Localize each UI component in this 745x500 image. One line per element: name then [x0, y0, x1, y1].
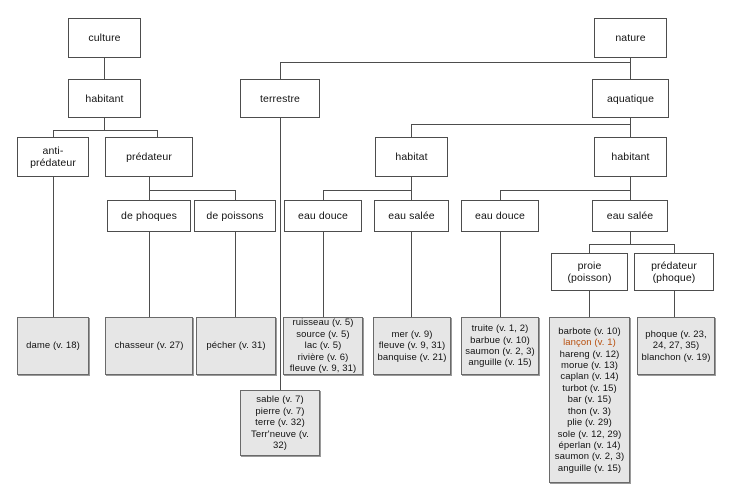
node-eau-salee-terrestre[interactable]: eau salée	[374, 200, 449, 232]
node-culture-label: culture	[88, 32, 121, 44]
edge-habitant-aquatique-stem	[630, 177, 631, 190]
node-proie-poisson[interactable]: proie (poisson)	[551, 253, 628, 291]
node-predateur-culture-label: prédateur	[126, 151, 172, 163]
node-eau-salee-terrestre-label: eau salée	[388, 210, 435, 222]
node-eau-salee-aquatique-label: eau salée	[606, 210, 654, 222]
edge-bus-habitant-aquatique	[630, 124, 631, 137]
leaf-predateur-phoque-items-label: phoque (v. 23, 24, 27, 35) blanchon (v. …	[641, 328, 711, 363]
leaf-proie-items-after: hareng (v. 12) morue (v. 13) caplan (v. …	[554, 348, 625, 474]
leaf-eau-douce-aquatique-items-label: truite (v. 1, 2) barbue (v. 10) saumon (…	[465, 323, 535, 369]
node-aquatique[interactable]: aquatique	[592, 79, 669, 118]
node-habitat-terrestre[interactable]: habitat	[375, 137, 448, 177]
node-eau-douce-aquatique-label: eau douce	[475, 210, 525, 222]
node-predateur-culture[interactable]: prédateur	[105, 137, 193, 177]
edge-eau-salee-aquatique-bus	[589, 244, 674, 245]
node-proie-poisson-label: proie (poisson)	[567, 260, 612, 284]
leaf-terrestre-items[interactable]: sable (v. 7) pierre (v. 7) terre (v. 32)…	[240, 390, 320, 456]
leaf-chasseur[interactable]: chasseur (v. 27)	[105, 317, 193, 375]
edge-nature-terrestre-bus	[280, 62, 630, 63]
edge-predateur-stem	[149, 177, 150, 190]
node-habitant-aquatique-label: habitant	[611, 151, 650, 163]
leaf-pecher[interactable]: pécher (v. 31)	[196, 317, 276, 375]
edge-bus-proie	[589, 244, 590, 253]
leaf-proie-items-label: barbote (v. 10) lançon (v. 1) hareng (v.…	[550, 326, 629, 474]
leaf-proie-items-before: barbote (v. 10)	[558, 325, 621, 337]
leaf-chasseur-label: chasseur (v. 27)	[114, 340, 184, 352]
leaf-pecher-label: pécher (v. 31)	[206, 340, 266, 352]
leaf-eau-salee-terrestre-items-label: mer (v. 9) fleuve (v. 9, 31) banquise (v…	[377, 328, 447, 363]
edge-habitant-aquatique-bus	[500, 190, 630, 191]
edge-habitat-terrestre-bus	[323, 190, 411, 191]
leaf-eau-douce-aquatique-items[interactable]: truite (v. 1, 2) barbue (v. 10) saumon (…	[461, 317, 539, 375]
node-anti-predateur-label: anti- prédateur	[30, 145, 76, 169]
edge-bus-terrestre	[280, 62, 281, 80]
edge-bus-habitat-terrestre	[411, 124, 412, 137]
node-eau-douce-terrestre[interactable]: eau douce	[284, 200, 362, 232]
edge-habitat-terrestre-stem	[411, 177, 412, 190]
edge-anti-predateur-dame	[53, 177, 54, 317]
leaf-dame[interactable]: dame (v. 18)	[17, 317, 89, 375]
edge-culture-habitant	[104, 58, 105, 80]
leaf-terrestre-items-label: sable (v. 7) pierre (v. 7) terre (v. 32)…	[251, 394, 309, 452]
node-eau-salee-aquatique[interactable]: eau salée	[592, 200, 668, 232]
node-de-poissons[interactable]: de poissons	[194, 200, 276, 232]
leaf-dame-label: dame (v. 18)	[26, 340, 80, 352]
node-de-poissons-label: de poissons	[206, 210, 264, 222]
edge-eau-salee-terrestre-items	[411, 232, 412, 317]
node-predateur-phoque-label: prédateur (phoque)	[651, 260, 697, 284]
leaf-eau-salee-terrestre-items[interactable]: mer (v. 9) fleuve (v. 9, 31) banquise (v…	[373, 317, 451, 375]
leaf-proie-items[interactable]: barbote (v. 10) lançon (v. 1) hareng (v.…	[549, 317, 630, 483]
leaf-eau-douce-terrestre-items-label: ruisseau (v. 5) source (v. 5) lac (v. 5)…	[289, 317, 357, 375]
edge-bus-de-phoques	[149, 190, 150, 200]
node-nature[interactable]: nature	[594, 18, 667, 58]
edge-habitant-bus	[53, 130, 158, 131]
node-predateur-phoque[interactable]: prédateur (phoque)	[634, 253, 714, 291]
edge-bus-predateur-phoque	[674, 244, 675, 253]
node-anti-predateur[interactable]: anti- prédateur	[17, 137, 89, 177]
edge-predateur-phoque-items	[674, 291, 675, 317]
edge-habitant-stem	[104, 118, 105, 130]
node-de-phoques[interactable]: de phoques	[107, 200, 191, 232]
node-nature-label: nature	[615, 32, 646, 44]
node-terrestre[interactable]: terrestre	[240, 79, 320, 118]
node-habitant-culture-label: habitant	[85, 92, 124, 105]
node-habitant-culture[interactable]: habitant	[68, 79, 141, 118]
leaf-proie-items-highlight: lançon (v. 1)	[563, 337, 616, 349]
edge-bus-predateur	[157, 130, 158, 137]
edge-proie-items	[589, 291, 590, 317]
node-de-phoques-label: de phoques	[121, 210, 177, 222]
edge-aquatique-bus	[411, 124, 630, 125]
edge-bus-eau-douce-terrestre	[323, 190, 324, 200]
node-culture[interactable]: culture	[68, 18, 141, 58]
edge-de-phoques-chasseur	[149, 232, 150, 317]
node-habitat-terrestre-label: habitat	[395, 151, 428, 163]
edge-predateur-bus	[149, 190, 235, 191]
edge-nature-aquatique	[630, 58, 631, 80]
edge-bus-eau-salee-aquatique	[630, 190, 631, 200]
edge-eau-douce-terrestre-items	[323, 232, 324, 317]
edge-terrestre-items	[280, 118, 281, 390]
edge-bus-eau-salee-terrestre	[411, 190, 412, 200]
edge-de-poissons-pecher	[235, 232, 236, 317]
node-eau-douce-aquatique[interactable]: eau douce	[461, 200, 539, 232]
node-aquatique-label: aquatique	[606, 92, 655, 105]
leaf-eau-douce-terrestre-items[interactable]: ruisseau (v. 5) source (v. 5) lac (v. 5)…	[283, 317, 363, 375]
edge-eau-douce-aquatique-items	[500, 232, 501, 317]
leaf-predateur-phoque-items[interactable]: phoque (v. 23, 24, 27, 35) blanchon (v. …	[637, 317, 715, 375]
edge-bus-de-poissons	[235, 190, 236, 200]
edge-bus-eau-douce-aquatique	[500, 190, 501, 200]
edge-eau-salee-aquatique-stem	[630, 232, 631, 244]
node-terrestre-label: terrestre	[260, 92, 300, 105]
node-eau-douce-terrestre-label: eau douce	[298, 210, 348, 222]
edge-bus-anti-predateur	[53, 130, 54, 137]
node-habitant-aquatique[interactable]: habitant	[594, 137, 667, 177]
